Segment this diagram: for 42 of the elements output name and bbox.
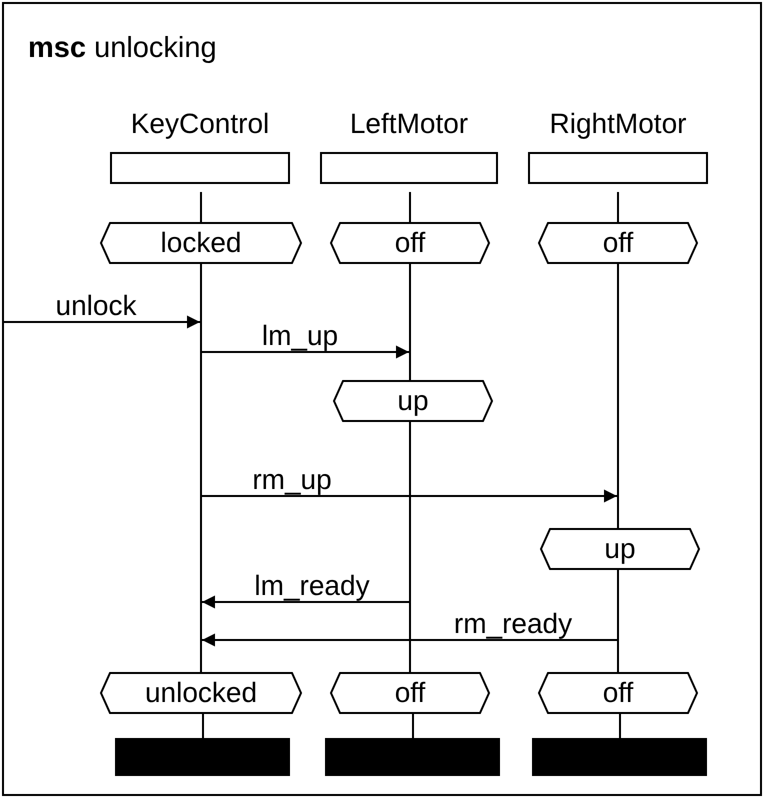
lifeline-segment — [412, 714, 414, 738]
condition-hexagon — [540, 528, 700, 570]
message-arrow — [202, 490, 617, 502]
condition-hexagon — [333, 380, 493, 422]
lifeline-segment — [202, 714, 204, 738]
lifeline — [617, 570, 619, 672]
condition-hexagon — [330, 672, 490, 714]
condition-hexagon — [538, 672, 698, 714]
instance-end-bar — [532, 738, 707, 776]
instance-name: RightMotor — [550, 110, 686, 138]
message-label: lm_up — [262, 322, 338, 350]
condition-hexagon — [100, 672, 302, 714]
condition-label: off — [394, 229, 426, 257]
instance-end-bar — [115, 738, 290, 776]
condition-label: up — [397, 387, 429, 415]
condition-hexagon — [538, 222, 698, 264]
lifeline-segment — [409, 192, 411, 222]
message-arrow — [202, 634, 617, 646]
lifeline — [409, 264, 411, 380]
lifeline-segment — [619, 714, 621, 738]
condition-label: locked — [160, 229, 242, 257]
lifeline-segment — [200, 192, 202, 222]
lifeline — [409, 422, 411, 672]
message-arrow — [202, 596, 409, 608]
instance-name: LeftMotor — [350, 110, 468, 138]
diagram-title: msc unlocking — [28, 34, 217, 63]
condition-hexagon — [330, 222, 490, 264]
message-arrow — [202, 346, 409, 358]
condition-label: unlocked — [144, 679, 258, 707]
message-label: rm_ready — [454, 610, 572, 638]
lifeline — [200, 264, 202, 672]
instance-name: KeyControl — [130, 110, 270, 138]
condition-hexagon — [100, 222, 302, 264]
condition-label: off — [602, 229, 634, 257]
message-label: lm_ready — [254, 572, 370, 600]
condition-label: off — [602, 679, 634, 707]
condition-label: up — [604, 535, 636, 563]
lifeline-segment — [617, 192, 619, 222]
message-arrow — [4, 316, 200, 328]
condition-label: off — [394, 679, 426, 707]
lifeline — [617, 264, 619, 528]
instance-end-bar — [325, 738, 500, 776]
